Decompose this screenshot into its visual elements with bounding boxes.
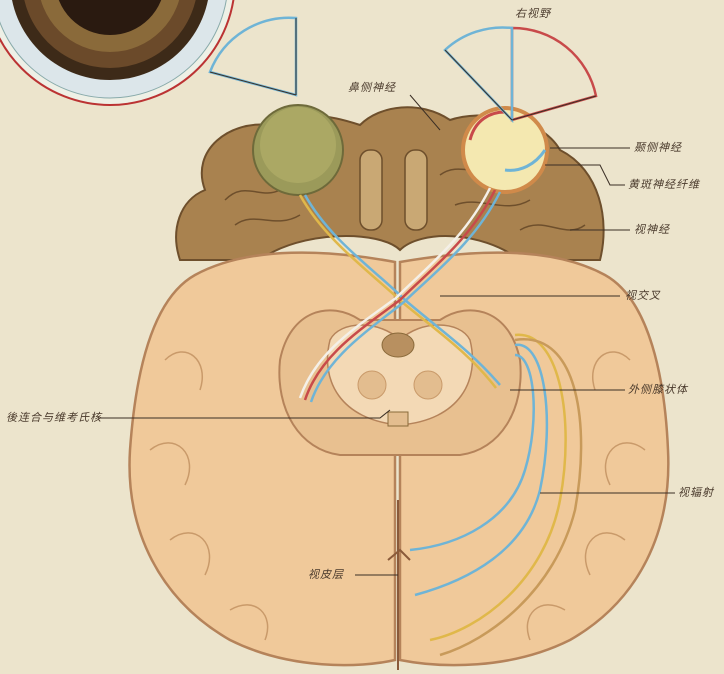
label-right-visual-field: 右视野: [515, 8, 551, 20]
label-lateral-geniculate: 外侧膝状体: [628, 384, 688, 396]
label-nasal-fibers: 鼻侧神经: [348, 82, 396, 94]
eyeball-detail-icon: [0, 0, 235, 105]
label-visual-cortex: 视皮层: [308, 569, 344, 581]
label-optic-nerve: 视神经: [634, 224, 670, 236]
label-optic-chiasm: 视交叉: [625, 290, 661, 302]
midbrain: [279, 310, 520, 455]
label-optic-radiation: 视辐射: [678, 487, 714, 499]
label-temporal-fibers: 颞侧神经: [634, 142, 682, 154]
right-visual-field: [445, 27, 596, 120]
left-eyeball: [253, 105, 343, 195]
label-macular-fibers: 黄斑神经纤维: [628, 179, 700, 191]
cerebral-hemispheres: [130, 253, 669, 670]
label-posterior-commissure: 後连合与维考氏核: [6, 412, 102, 424]
right-eyeball: [463, 108, 547, 192]
